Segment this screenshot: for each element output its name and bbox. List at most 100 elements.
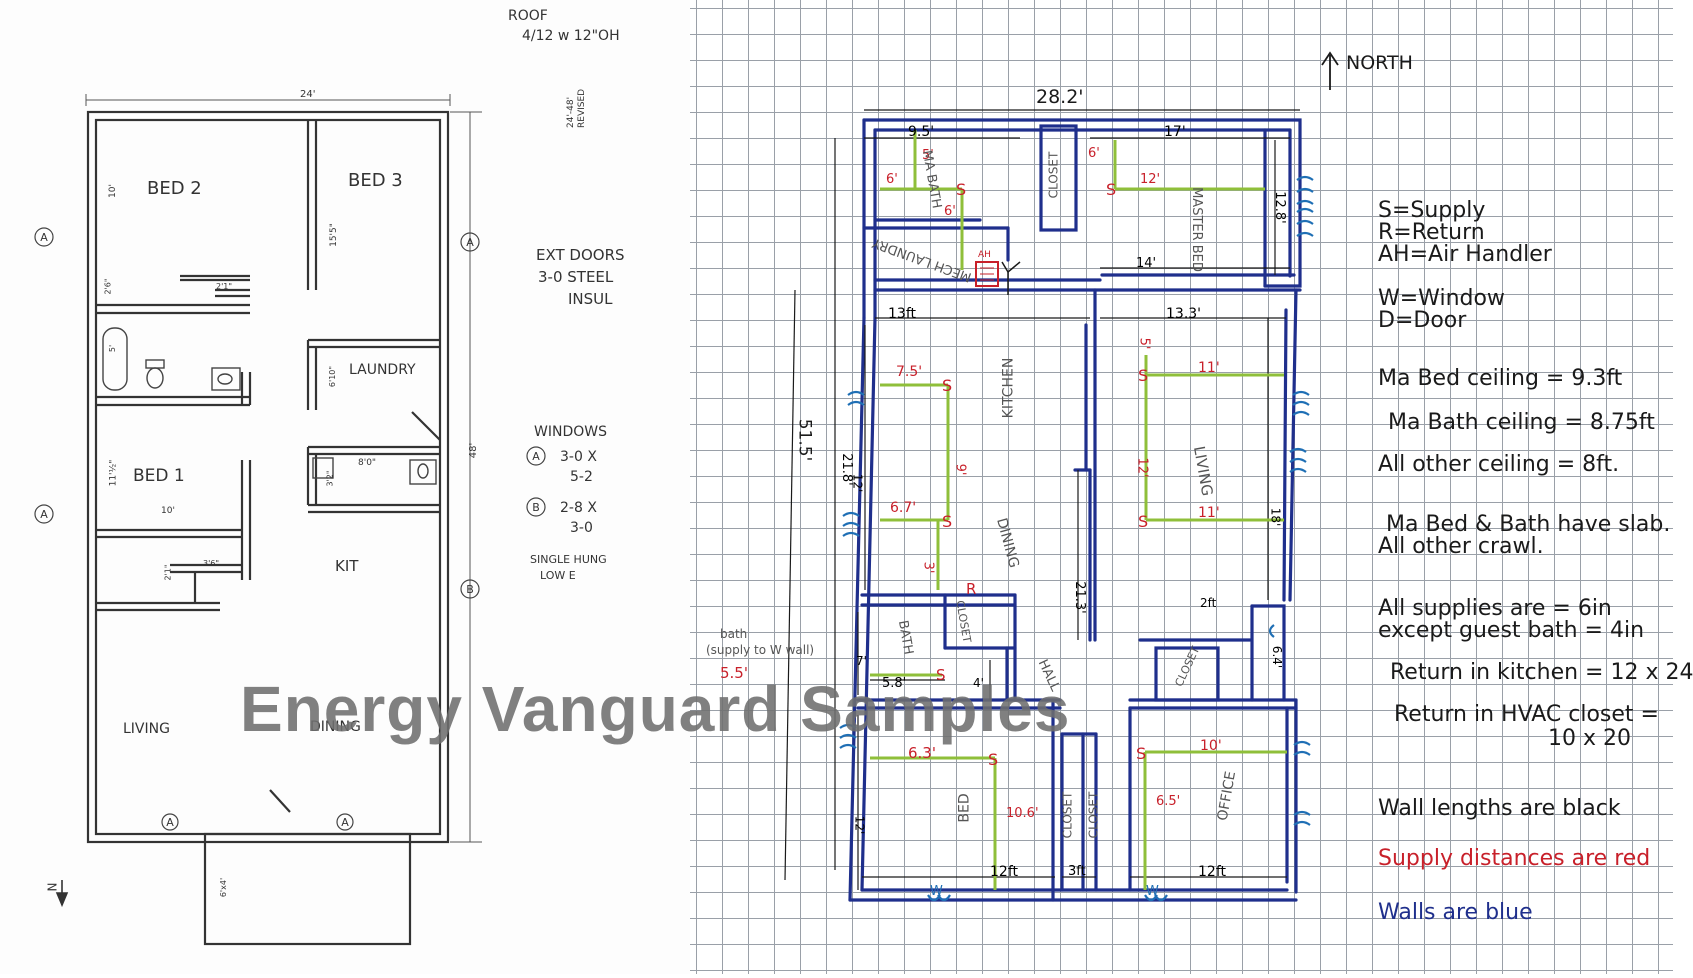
supply-dim-6-3: 6.3': [908, 744, 936, 762]
room-closet-b: CLOSET: [1086, 791, 1101, 839]
roof-note-line-1: ROOF: [508, 8, 548, 24]
supply-dim-6b: 6': [944, 204, 956, 219]
legend-return-kitchen: Return in kitchen = 12 x 24: [1390, 660, 1693, 685]
supply-dim-9: 9': [952, 463, 968, 476]
wall-dim-3ft: 3ft: [1068, 864, 1086, 879]
ah-marker: AH: [978, 250, 991, 260]
window-type-note: SINGLE HUNG LOW E: [530, 552, 607, 584]
left-north-label: N: [45, 882, 60, 892]
room-closet-top: CLOSET: [1046, 151, 1061, 199]
legend-ma-bath-ceiling: Ma Bath ceiling = 8.75ft: [1388, 410, 1655, 435]
overall-depth-label: 51.5': [794, 418, 815, 462]
revised-note: 24'-48' REVISED: [566, 89, 588, 128]
ext-doors-line-3: INSUL: [568, 290, 613, 308]
supply-dim-6c: 6': [1088, 146, 1100, 161]
bath-note-line-2: (supply to W wall): [706, 643, 815, 657]
wall-dim-12-left: 12': [852, 815, 867, 835]
tag-b-1: B: [466, 583, 474, 596]
wall-dim-12ft-a: 12ft: [990, 864, 1018, 880]
watermark-text: Energy Vanguard Samples: [240, 673, 1071, 745]
supply-dim-6-7: 6.7': [890, 500, 917, 516]
overall-width-label: 28.2': [1036, 86, 1084, 108]
wall-dim-17: 17': [1164, 124, 1186, 140]
supply-marker-master: S: [1106, 180, 1117, 199]
room-bed-1: BED 1: [133, 466, 185, 486]
supply-dim-11b: 11': [1198, 505, 1220, 521]
dim-21b: 2'1": [163, 564, 173, 581]
legend-return: R=Return: [1378, 220, 1485, 245]
room-bed-2: BED 2: [147, 178, 202, 199]
north-label: NORTH: [1346, 52, 1413, 74]
dim-155: 15'5": [328, 223, 339, 247]
dim-porch: 6'x4': [219, 877, 229, 898]
window-type-line-1: SINGLE HUNG: [530, 553, 607, 566]
supply-marker-bed: S: [988, 750, 999, 769]
wall-dim-9-5: 9.5': [908, 124, 935, 140]
room-laundry: LAUNDRY: [349, 362, 416, 378]
legend-ma-bed-ceiling: Ma Bed ceiling = 9.3ft: [1378, 366, 1623, 391]
legend-window: W=Window: [1378, 286, 1505, 311]
window-b-spec: 2-8 X 3-0: [560, 498, 597, 538]
wall-dim-6-4: 6.4': [1270, 645, 1285, 669]
window-tag-circles: [34, 227, 546, 831]
room-kit: KIT: [335, 557, 359, 575]
ext-doors-line-1: EXT DOORS: [536, 246, 625, 264]
sketch-svg: [784, 51, 1339, 902]
legend-supplies-6in: All supplies are = 6in: [1378, 596, 1612, 621]
bath-note: bath (supply to W wall): [706, 626, 814, 658]
supply-dim-6-5: 6.5': [1156, 794, 1181, 809]
window-type-line-2: LOW E: [540, 569, 576, 582]
room-dining: DINING: [310, 719, 361, 735]
return-marker-kitchen: R: [966, 580, 977, 598]
window-a-line-2: 5-2: [570, 469, 593, 485]
legend-wall-lengths: Wall lengths are black: [1378, 796, 1621, 821]
tag-a-3: A: [40, 508, 48, 521]
dim-80: 8'0": [358, 458, 377, 468]
window-marker-office: W: [1146, 884, 1159, 899]
outer-wall-outline: [86, 110, 450, 844]
room-living: LIVING: [123, 721, 170, 737]
supply-marker-living-2: S: [1138, 512, 1149, 531]
sketch-walls: [848, 118, 1302, 902]
original-floor-plan-svg: A A A B A A A B: [34, 94, 546, 946]
supply-dim-12: 12': [1140, 172, 1161, 187]
legend-walls-blue: Walls are blue: [1378, 900, 1533, 925]
wall-dim-12-mid: 12': [850, 473, 865, 493]
supply-marker-dining: S: [942, 512, 953, 531]
supply-dim-5-5: 5.5': [720, 664, 748, 682]
room-bed: BED: [956, 793, 973, 823]
legend-return-hvac: Return in HVAC closet =: [1394, 702, 1659, 727]
roof-note: ROOF 4/12 w 12"OH: [508, 6, 620, 46]
wall-dim-13ft: 13ft: [888, 306, 916, 322]
roof-note-line-2: 4/12 w 12"OH: [522, 28, 620, 44]
wall-dim-12-8: 12.8': [1271, 191, 1287, 224]
tag-a-1: A: [40, 231, 48, 244]
legend-door: D=Door: [1378, 308, 1467, 333]
wall-dim-7: 7': [856, 654, 867, 668]
tag-b-legend: B: [532, 501, 540, 514]
room-kitchen: KITCHEN: [1000, 357, 1017, 419]
duct-runs: [870, 130, 1287, 890]
tag-a-legend: A: [532, 450, 540, 463]
supply-marker-ma-bath: S: [956, 180, 967, 199]
wall-dim-2ft: 2ft: [1200, 596, 1217, 610]
dim-265: 2'6": [103, 278, 113, 295]
supply-dim-11a: 11': [1198, 360, 1220, 376]
supply-marker-living-1: S: [1138, 366, 1149, 385]
windows-title: WINDOWS: [534, 424, 607, 440]
wall-dim-12ft-b: 12ft: [1198, 864, 1226, 880]
legend-return-hvac-size: 10 x 20: [1548, 726, 1631, 751]
legend-other-ceiling: All other ceiling = 8ft.: [1378, 452, 1620, 477]
tag-a-4: A: [166, 816, 174, 829]
wall-dim-4: 4': [973, 676, 984, 690]
tag-a-2: A: [466, 236, 474, 249]
wall-dim-13-3: 13.3': [1166, 306, 1202, 322]
supply-marker-kitchen: S: [942, 376, 953, 395]
supply-dim-5b: 5': [1136, 337, 1152, 350]
window-b-line-1: 2-8 X: [560, 500, 597, 516]
wall-dim-14: 14': [1136, 256, 1157, 271]
dim-610: 6'10": [328, 365, 338, 388]
overall-depth-dim: 48': [468, 442, 480, 459]
original-plan-dim-lines: [85, 94, 482, 843]
window-a-spec: 3-0 X 5-2: [560, 447, 597, 487]
